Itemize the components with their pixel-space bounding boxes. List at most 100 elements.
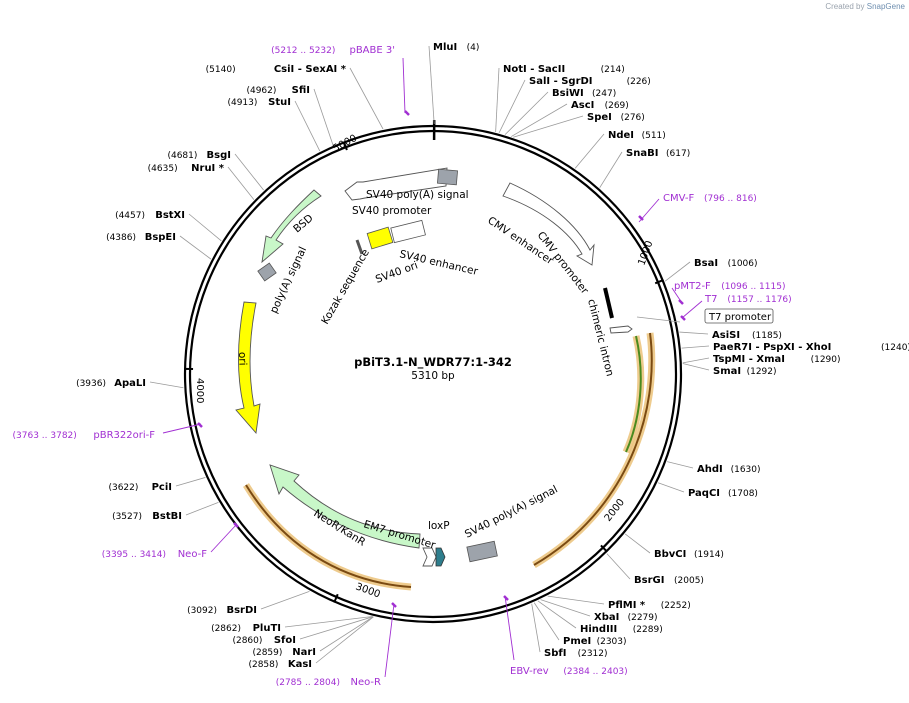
site-asci: AscI(269) xyxy=(571,100,629,111)
site-bsrdi: BsrDI(3092) xyxy=(187,605,257,616)
site-tspmi: TspMI - XmaI(1290) xyxy=(713,354,841,365)
sv40-polya-top-box xyxy=(437,169,457,185)
site-leader xyxy=(228,167,254,200)
site-snabi: SnaBI(617) xyxy=(626,148,690,159)
site-sali: SalI - SgrDI(226) xyxy=(529,76,651,87)
feature-label-sv40-polya-top: SV40 poly(A) signal xyxy=(366,189,469,201)
site-position: (2005) xyxy=(674,576,704,586)
site-position: (3092) xyxy=(187,606,217,616)
site-ahdi: AhdI (1630) xyxy=(697,464,761,475)
site-name: NotI - SacII xyxy=(503,64,565,75)
site-position: (4386) xyxy=(106,233,136,243)
t7-promoter-arrow xyxy=(610,326,632,333)
primer-binding-mark xyxy=(504,596,508,600)
site-name: ApaLI xyxy=(114,378,146,389)
site-stui: StuI(4913) xyxy=(227,97,291,108)
site-position: (1006) xyxy=(728,259,758,269)
site-name: SfiI xyxy=(292,85,310,96)
primer-name: Neo-R xyxy=(351,677,382,688)
site-pmei: PmeI(2303) xyxy=(563,636,627,647)
credit-prefix: Created by xyxy=(825,2,864,11)
feature-label-sv40-promoter-top: SV40 promoter xyxy=(352,205,432,217)
sv40-enhancer-box xyxy=(391,220,426,242)
site-name: XbaI xyxy=(594,612,619,623)
site-bsiwi: BsiWI(247) xyxy=(552,88,616,99)
site-position: (3622) xyxy=(108,483,138,493)
plasmid-length: 5310 bp xyxy=(411,370,455,382)
site-name: PciI xyxy=(152,482,172,493)
site-leader xyxy=(261,591,309,609)
site-leader xyxy=(682,346,709,348)
primer-position: (3395 .. 3414) xyxy=(102,550,166,560)
site-xbai: XbaI (2279) xyxy=(594,612,658,623)
site-position: (4681) xyxy=(167,151,197,161)
site-asisi: AsiSI(1185) xyxy=(712,330,782,341)
site-apali: ApaLI(3936) xyxy=(76,378,146,389)
site-position: (1914) xyxy=(694,550,724,560)
site-name: SfoI xyxy=(274,635,296,646)
site-leader xyxy=(658,483,684,492)
site-pluti: PluTI(2862) xyxy=(211,623,281,634)
site-leader xyxy=(625,534,650,553)
tick-label-5000: 5000 xyxy=(331,133,359,155)
site-name: MluI xyxy=(433,42,457,53)
site-sfoi: SfoI(2860) xyxy=(232,635,296,646)
primer-leader xyxy=(403,58,405,113)
site-position: (2859) xyxy=(252,648,282,658)
primer-binding-mark xyxy=(392,603,396,607)
site-position: (1185) xyxy=(752,331,782,341)
site-name: TspMI - XmaI xyxy=(713,354,785,365)
em7-promoter-arrow xyxy=(423,548,436,566)
site-noti: NotI - SacII(214) xyxy=(503,64,625,75)
feature-label-loxp: loxP xyxy=(428,520,450,532)
site-position: (269) xyxy=(605,101,629,111)
site-leader xyxy=(429,46,434,124)
site-leader xyxy=(548,596,604,604)
feature-label-sv40-ori: SV40 ori xyxy=(374,259,420,285)
t7-promoter-label: T7 promoter xyxy=(708,312,772,323)
site-position: (1630) xyxy=(731,465,761,475)
primer-position: (2384 .. 2403) xyxy=(563,667,627,677)
site-csii: CsiI - SexAI *(5140) xyxy=(206,64,347,75)
site-position: (2303) xyxy=(597,637,627,647)
site-position: (617) xyxy=(666,149,690,159)
site-leader xyxy=(189,214,221,241)
site-bsgi: BsgI(4681) xyxy=(167,150,231,161)
tick-label-4000: 4000 xyxy=(194,378,205,403)
site-spei: SpeI(276) xyxy=(587,112,645,123)
snapgene-credit: Created by SnapGene xyxy=(825,2,905,11)
site-name: KasI xyxy=(288,659,312,670)
site-kasi: KasI(2858) xyxy=(248,659,312,670)
site-position: (2252) xyxy=(661,601,691,611)
primer-name: T7 xyxy=(704,294,717,305)
site-position: (4635) xyxy=(148,164,178,174)
plasmid-name: pBiT3.1-N_WDR77:1-342 xyxy=(354,355,512,370)
site-name: SmaI xyxy=(713,366,741,377)
feature-label-polya-signal: poly(A) signal xyxy=(268,245,309,315)
site-leader xyxy=(235,154,264,190)
site-position: (511) xyxy=(642,131,666,141)
primer-name: Neo-F xyxy=(178,549,208,560)
site-position: (276) xyxy=(621,113,645,123)
site-position: (2289) xyxy=(633,625,663,635)
site-name: AhdI xyxy=(697,464,723,475)
feature-label-kozak: Kozak sequence xyxy=(319,247,372,326)
primer-name: pMT2-F xyxy=(674,281,711,292)
site-position: (2279) xyxy=(628,613,658,623)
polya-signal-box xyxy=(258,263,276,281)
site-position: (1708) xyxy=(728,489,758,499)
feature-label-ori: ori xyxy=(236,352,248,366)
site-bsai: BsaI(1006) xyxy=(694,258,758,269)
sv40-polya-bottom-box xyxy=(467,541,498,561)
primer-name: EBV-rev xyxy=(510,666,549,677)
sv40-ori-box xyxy=(367,227,393,249)
site-leader xyxy=(316,617,374,663)
site-paqci: PaqCI(1708) xyxy=(688,488,758,499)
site-position: (1240) xyxy=(881,343,909,353)
site-leader xyxy=(532,604,540,652)
site-name: BstXI xyxy=(155,210,185,221)
site-hindiii: HindIII(2289) xyxy=(580,624,663,635)
primer-leader xyxy=(385,604,394,677)
site-leader xyxy=(180,236,211,259)
